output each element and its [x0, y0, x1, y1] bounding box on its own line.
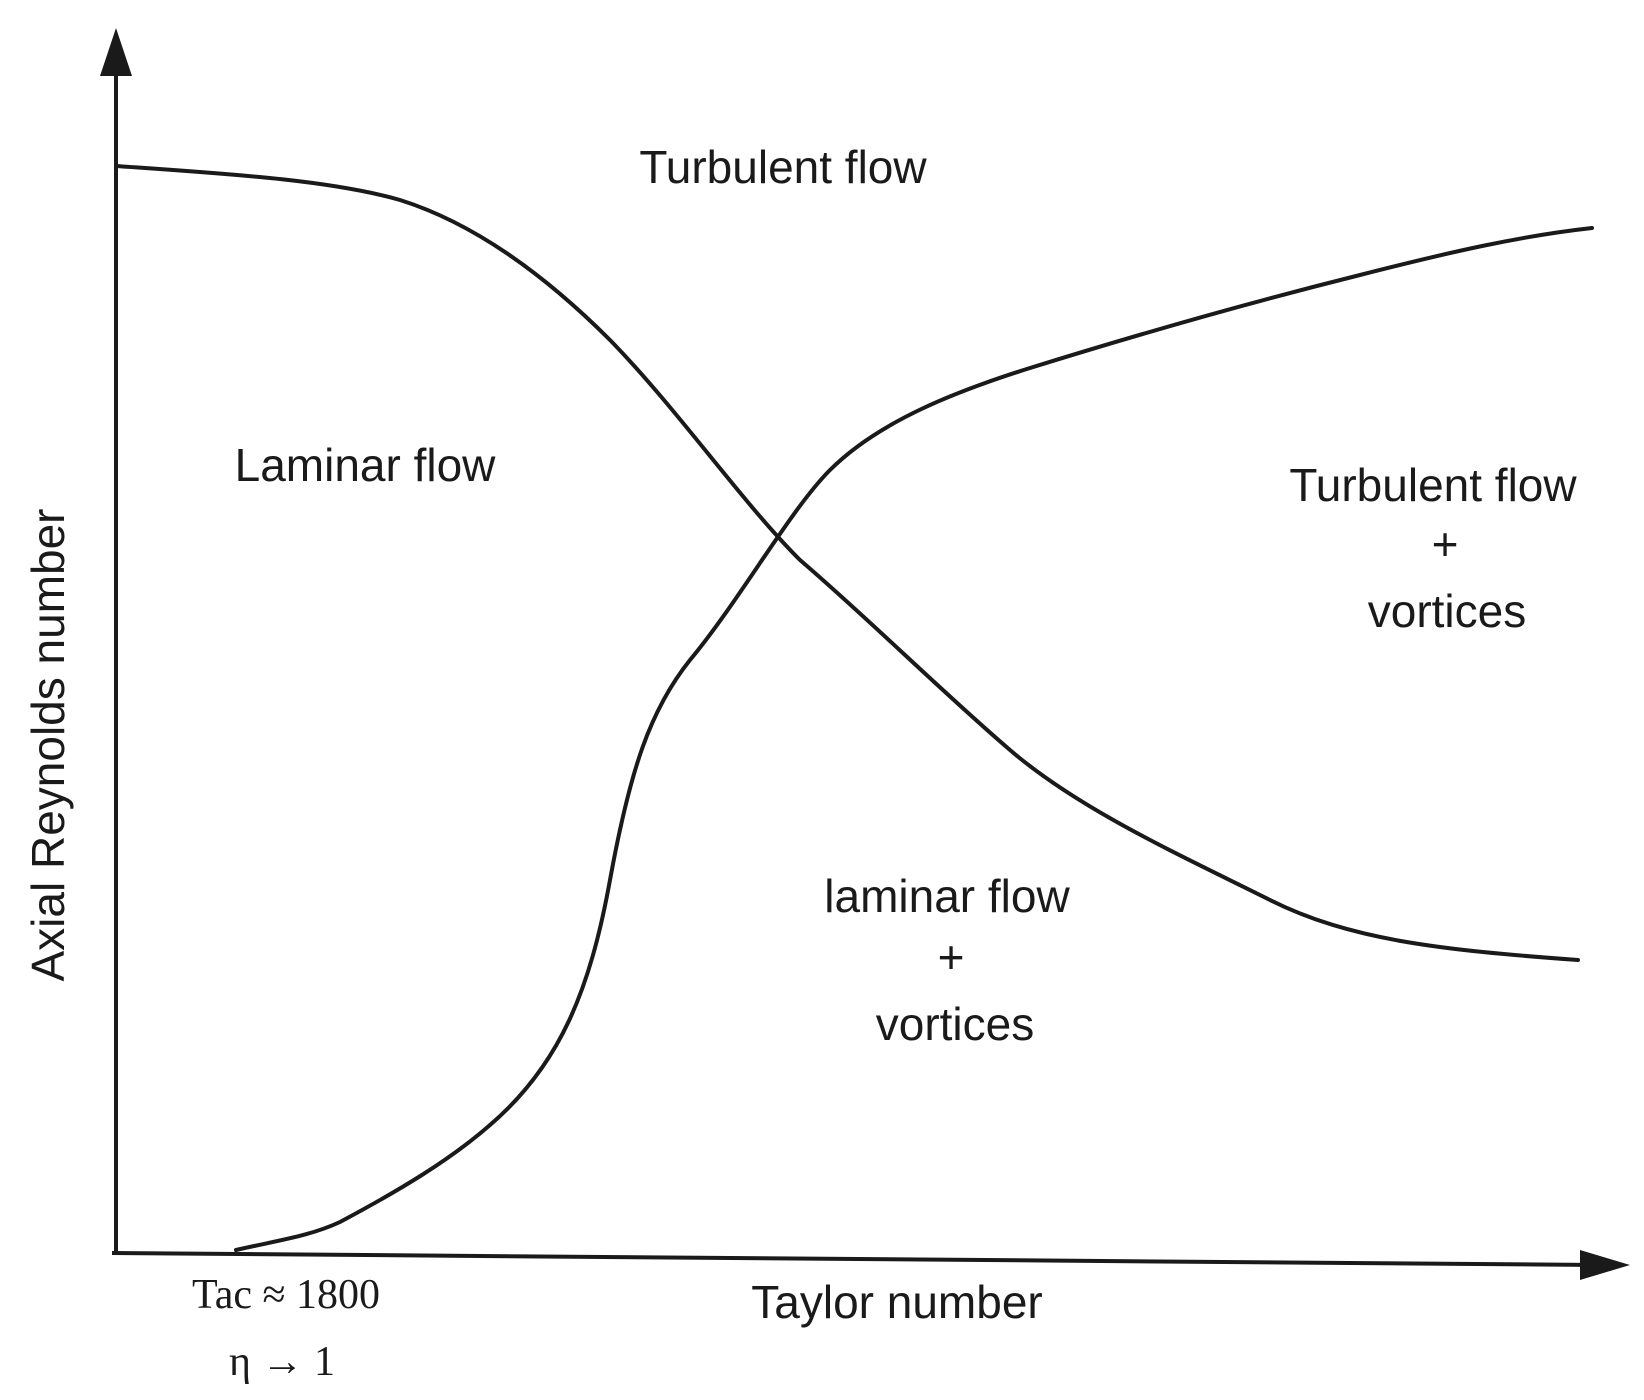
- y-axis-arrowhead: [100, 28, 132, 76]
- vortex-onset-curve: [234, 226, 1594, 1252]
- region-top-turbulent-label: Turbulent flow: [639, 141, 927, 193]
- region-bottom-line1: laminar flow: [824, 870, 1070, 922]
- x-axis-arrowhead: [1580, 1250, 1630, 1280]
- transition-curve: [114, 164, 1580, 962]
- y-axis-title: Axial Reynolds number: [22, 508, 74, 981]
- x-axis-line: [111, 1251, 1601, 1267]
- region-right-line1: Turbulent flow: [1289, 459, 1577, 511]
- x-axis-title: Taylor number: [751, 1276, 1042, 1328]
- region-bottom-line3: vortices: [876, 998, 1034, 1050]
- region-right-line2: +: [1432, 518, 1459, 570]
- axes: [100, 28, 1630, 1280]
- region-right-line3: vortices: [1368, 585, 1526, 637]
- region-bottom-laminar-vortices-label: laminar flow + vortices: [824, 870, 1070, 1050]
- region-left-laminar-label: Laminar flow: [235, 439, 497, 491]
- region-bottom-line2: +: [938, 931, 965, 983]
- critical-taylor-annotation: Tac ≈ 1800: [192, 1272, 380, 1318]
- region-right-turbulent-vortices-label: Turbulent flow + vortices: [1289, 459, 1577, 637]
- eta-limit-annotation: η → 1: [229, 1339, 335, 1385]
